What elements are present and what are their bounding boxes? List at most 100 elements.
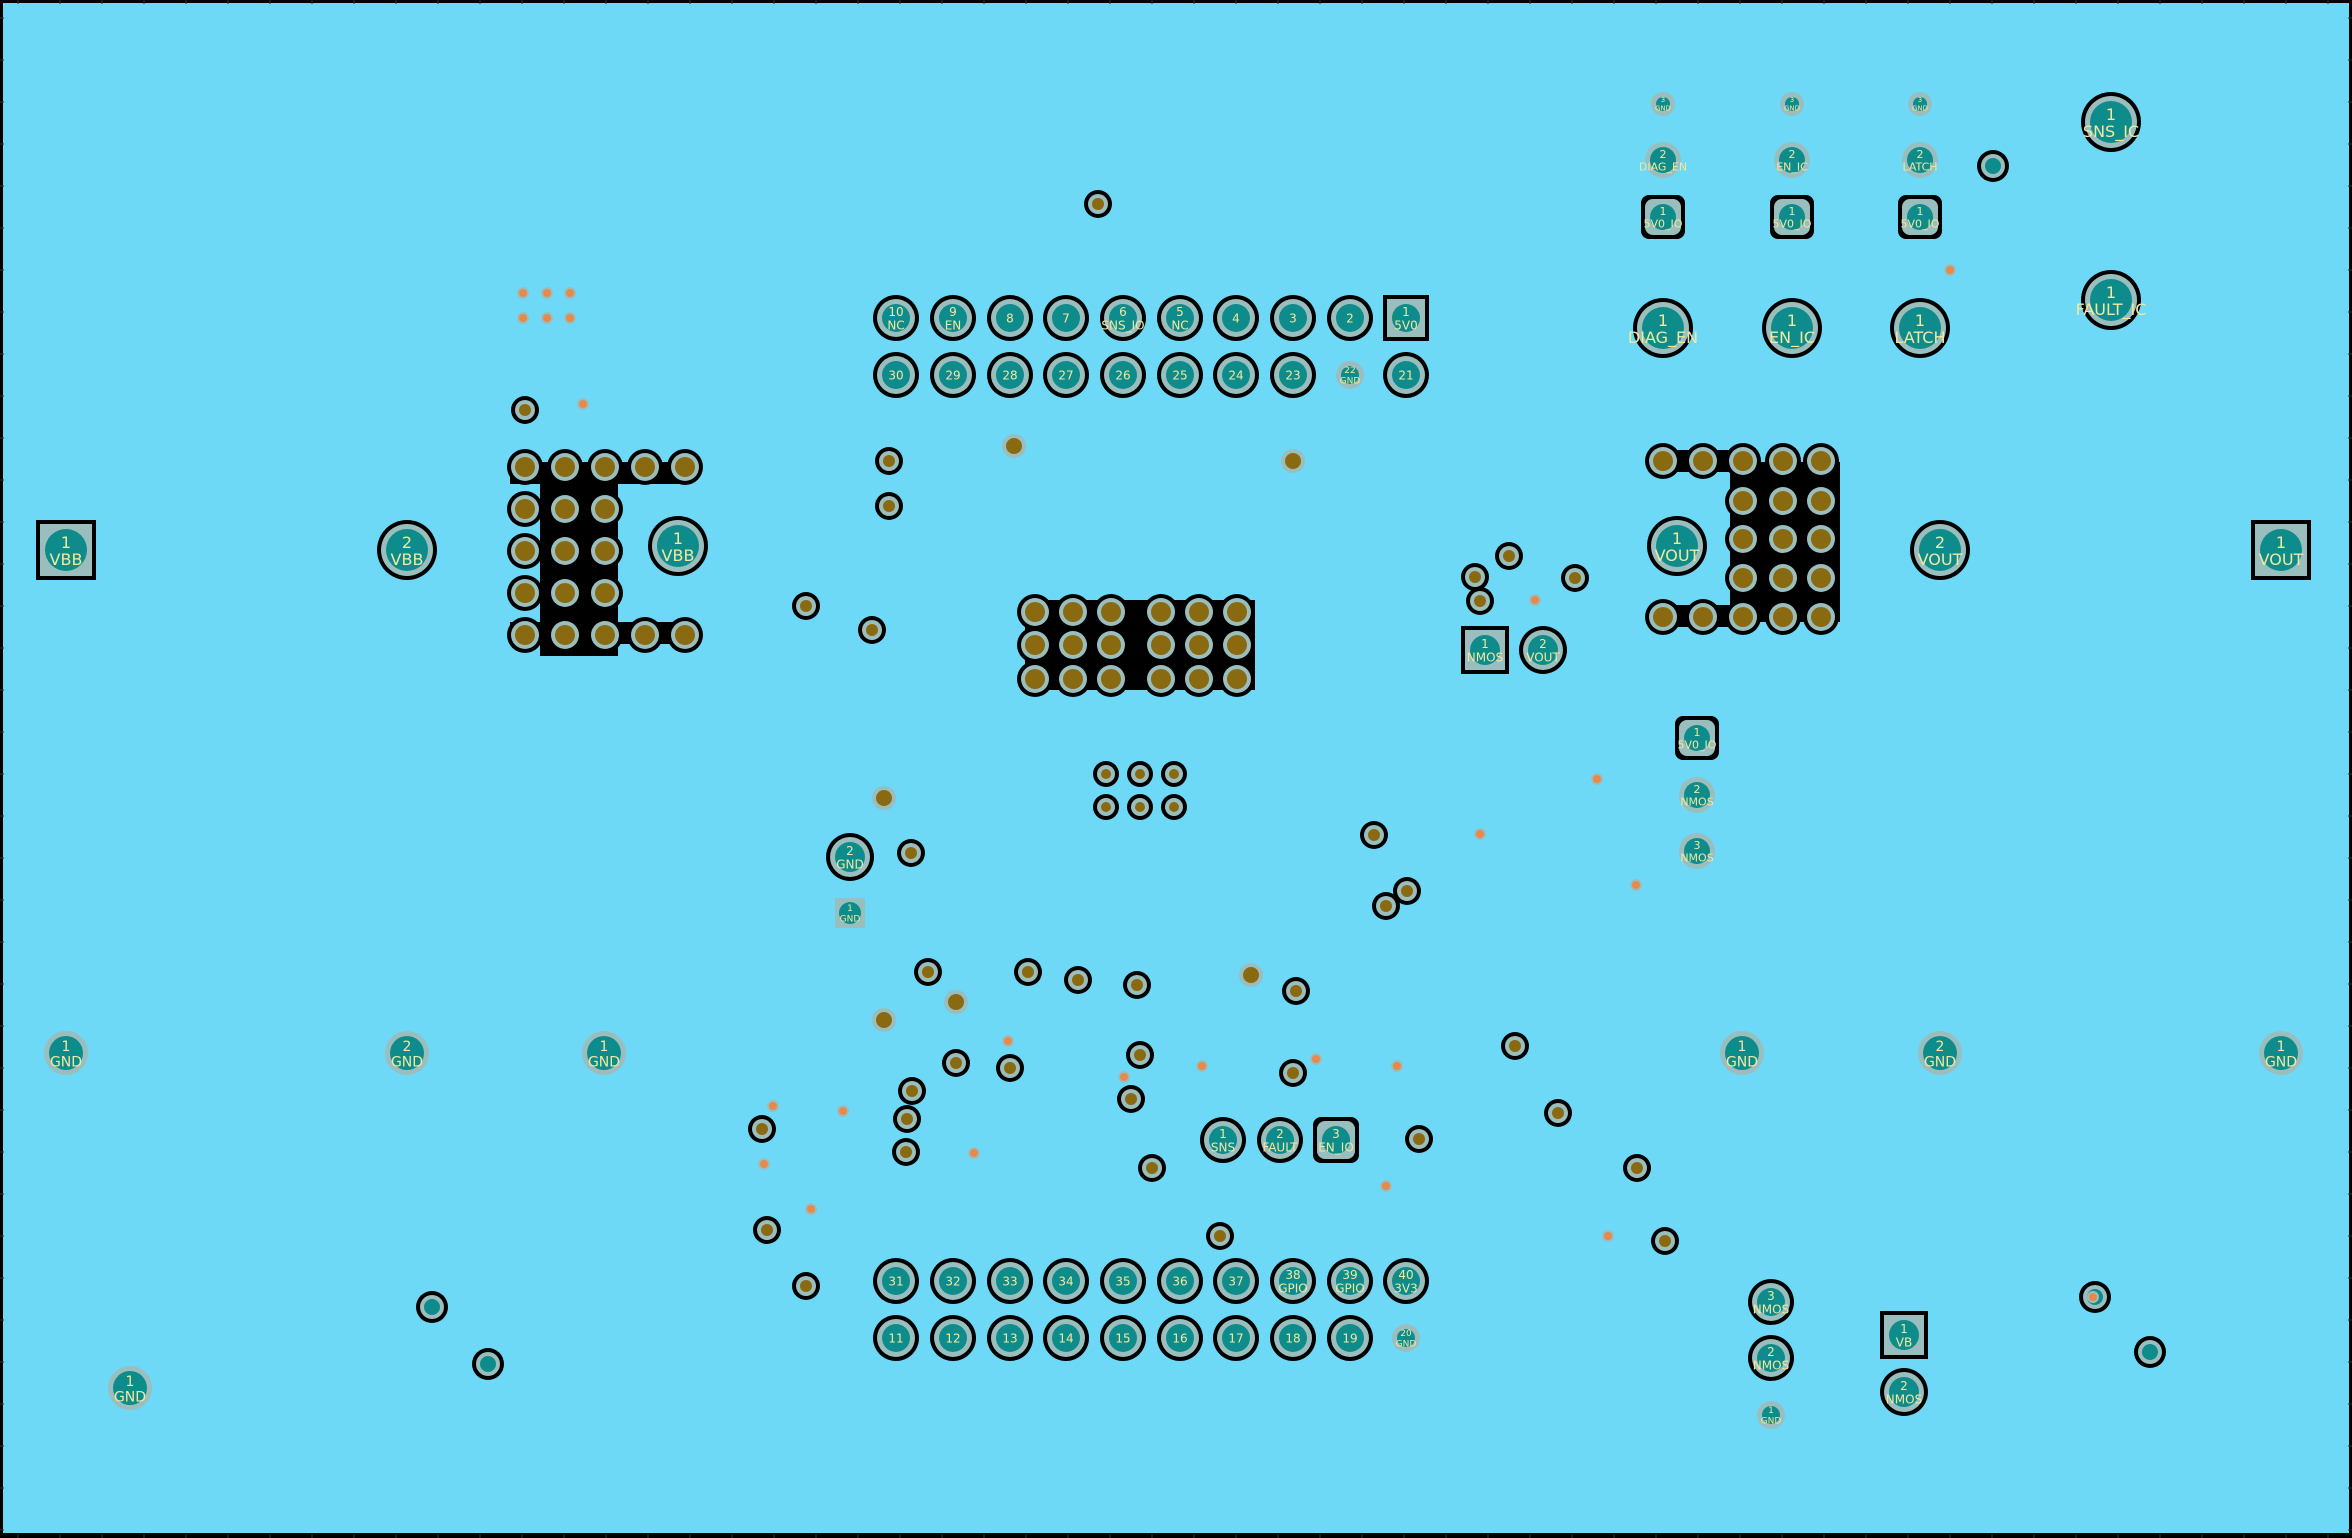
pad-number: 10	[888, 305, 903, 319]
via-plated	[1651, 1227, 1679, 1255]
pad-number: 1	[1917, 205, 1924, 218]
via-plated	[1093, 627, 1129, 663]
via-plated	[1084, 190, 1112, 218]
via	[1310, 1053, 1322, 1065]
via-plated	[1219, 627, 1255, 663]
pad-label: GPIO	[1278, 1281, 1308, 1295]
via	[577, 398, 589, 410]
pad-label: GND	[1340, 377, 1361, 387]
pad-hdr-bot-36: 36	[1157, 1258, 1203, 1304]
via-plated	[893, 1105, 921, 1133]
pad-number: 14	[1058, 1332, 1073, 1346]
via-plated	[627, 617, 663, 653]
via-plated	[627, 449, 663, 485]
pad-number: 3	[1289, 312, 1297, 326]
pad-label: NC	[887, 318, 904, 332]
pad-label: NMOS	[1467, 650, 1503, 664]
pad-number: 34	[1058, 1275, 1073, 1289]
via-plated	[507, 449, 543, 485]
pad-hdr-top-29: 29	[930, 352, 976, 398]
pad-number: 1	[673, 529, 683, 548]
via-plated	[1765, 483, 1801, 519]
via-plated	[1645, 443, 1681, 479]
via	[805, 1203, 817, 1215]
pad-hdr-top-24: 24	[1213, 352, 1259, 398]
via-plated	[547, 491, 583, 527]
pad-number: 39	[1342, 1268, 1357, 1282]
pad-number: 2	[846, 844, 854, 858]
pad-number: 2	[1935, 533, 1945, 552]
pad-label: GND	[2265, 1054, 2297, 1070]
via-plated	[547, 533, 583, 569]
via-plated	[1127, 794, 1153, 820]
pad-hdr-bot-12: 12	[930, 1315, 976, 1361]
pad-hdr-bot-31: 31	[873, 1258, 919, 1304]
pad-hdr-bot-16: 16	[1157, 1315, 1203, 1361]
pad-number: 1	[847, 904, 853, 914]
via	[2134, 1336, 2166, 1368]
pad-hdr-top-8: 8	[987, 295, 1033, 341]
via-plated	[1143, 661, 1179, 697]
via-plated	[898, 1077, 926, 1105]
pad-hdr-bot-11: 11	[873, 1315, 919, 1361]
pad-r-1: 1VB	[1880, 1311, 1928, 1359]
pad-label: 5V0_IO	[1773, 217, 1812, 230]
pad-number: 2	[1694, 783, 1701, 796]
pad-number: 1	[62, 1039, 71, 1055]
pad-hdr-bot-32: 32	[930, 1258, 976, 1304]
pad-hdr-top-26: 26	[1100, 352, 1146, 398]
pad-number: 1	[61, 533, 71, 552]
pad-label: GND	[836, 857, 864, 871]
pad-number: 36	[1172, 1275, 1187, 1289]
via-plated	[914, 958, 942, 986]
via-plated	[1117, 1085, 1145, 1113]
pad-label: LATCH	[1894, 328, 1945, 347]
pad-number: 1	[1672, 529, 1682, 548]
via-plated	[1645, 599, 1681, 635]
via-plated	[1803, 443, 1839, 479]
via-plated	[1093, 594, 1129, 630]
via	[1529, 594, 1541, 606]
pad-label: VBB	[50, 550, 83, 569]
pad-label: DIAG_EN	[1639, 160, 1687, 173]
pad-label: VOUT	[1655, 546, 1700, 565]
pad-number: 3	[1790, 96, 1794, 104]
pad-number: 18	[1285, 1332, 1300, 1346]
pad-label: GND	[50, 1054, 82, 1070]
pad-label: GND	[588, 1054, 620, 1070]
pad-label: GND	[1912, 105, 1928, 113]
via-plated	[1126, 1041, 1154, 1069]
via-plated	[547, 617, 583, 653]
via-plated	[507, 575, 543, 611]
via-plated	[587, 449, 623, 485]
via-plated	[1495, 542, 1523, 570]
via-plated	[1138, 1154, 1166, 1182]
pad-number: 40	[1398, 1268, 1413, 1282]
via-plated	[1393, 877, 1421, 905]
pad-number: 1	[1738, 1039, 1747, 1055]
via-plated	[748, 1115, 776, 1143]
via-plated	[792, 1272, 820, 1300]
via-plated	[1123, 971, 1151, 999]
via	[1944, 264, 1956, 276]
pad-number: 23	[1285, 369, 1300, 383]
pad-number: 22	[1344, 366, 1355, 376]
via	[968, 1147, 980, 1159]
pad-number: 3	[1661, 96, 1665, 104]
pad-hdr-top-25: 25	[1157, 352, 1203, 398]
via-plated	[1143, 627, 1179, 663]
pad-number: 13	[1002, 1332, 1017, 1346]
pad-label: GND	[1761, 1417, 1782, 1427]
pad-number: 2	[1539, 637, 1547, 651]
